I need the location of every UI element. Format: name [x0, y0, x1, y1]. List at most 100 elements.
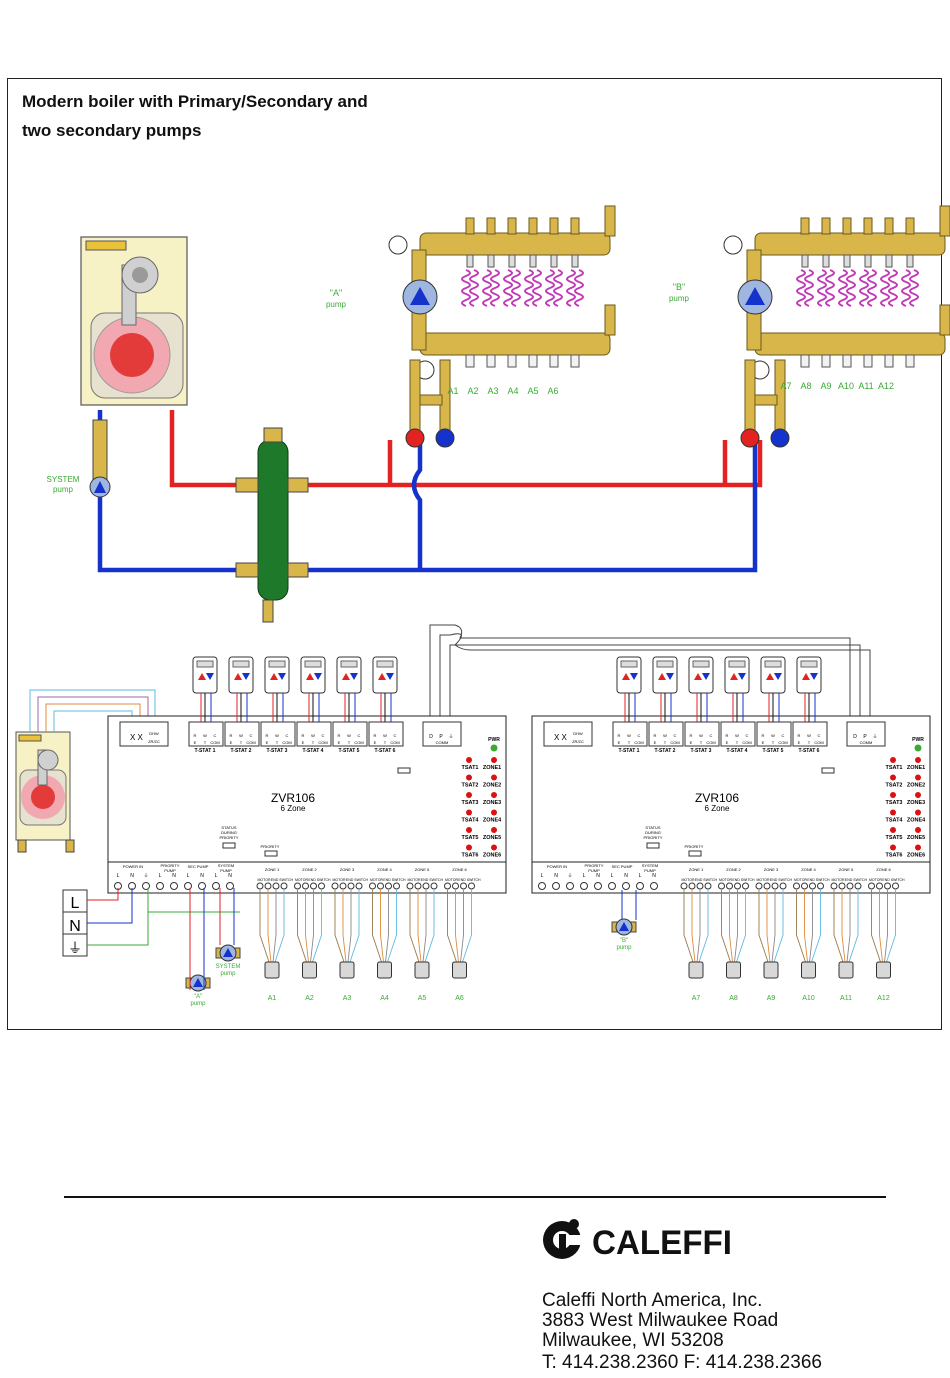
pex-loop: [859, 269, 869, 307]
zone-block-label: ZONE 2: [726, 867, 741, 872]
address-phone: T: 414.238.2360 F: 414.238.2366: [542, 1352, 822, 1373]
zone-screw: [272, 882, 280, 890]
zone-screw: [755, 882, 763, 890]
zone-screw: [430, 882, 438, 890]
pex-loop: [846, 269, 856, 307]
terminal-letter: T: [736, 740, 739, 745]
pex-loop: [888, 269, 898, 307]
tstat-label: T-STAT 3: [691, 748, 712, 754]
screw-terminal: [198, 882, 206, 890]
primary-piping: [97, 410, 763, 573]
tstat-terminal: [188, 721, 224, 747]
zone-motor-label: MOTOR: [832, 878, 845, 882]
pump-arrow-icon: [223, 948, 233, 957]
air-vent: [939, 205, 950, 237]
pump-caption: SYSTEM: [216, 964, 241, 970]
zone-endswitch-label: END SWITCH: [308, 878, 331, 882]
dhw-terminal: [119, 721, 169, 747]
terminal-letter: E: [266, 740, 269, 745]
thermostat-display: [692, 660, 710, 668]
caleffi-logo: CALEFFI: [540, 1210, 740, 1265]
branch-fitting: [466, 254, 474, 268]
zone-screw: [264, 882, 272, 890]
zone-screw: [680, 882, 688, 890]
terminal-letter: W: [735, 733, 739, 738]
system-pump-term-label-2: PUMP: [644, 868, 656, 873]
branch-fitting: [822, 254, 830, 268]
temp-up-icon: [694, 673, 702, 680]
power-term-letter: L: [159, 873, 162, 879]
zone-screw: [355, 882, 363, 890]
zone-screw: [688, 882, 696, 890]
pex-loop: [461, 269, 471, 307]
actuator-head: [688, 961, 704, 979]
screw-terminal: [170, 882, 178, 890]
tstat-label: T-STAT 5: [339, 748, 360, 754]
thermostat-display: [620, 660, 638, 668]
actuator-wire: [766, 890, 771, 963]
zone-screw: [452, 882, 459, 890]
zone-screw: [280, 882, 288, 890]
actuator-wire: [424, 890, 435, 963]
zone-led-label: ZONE2: [483, 783, 501, 789]
terminal-letter: E: [194, 740, 197, 745]
system-pump-term-label: SYSTEM: [218, 863, 234, 868]
terminal-letter: E: [618, 740, 621, 745]
terminal-letter: C: [286, 733, 289, 738]
terminal-letter: C: [746, 733, 749, 738]
actuator-wire: [809, 890, 813, 963]
power-term-letter: L: [215, 873, 218, 879]
pex-loop: [817, 269, 827, 307]
pump-a-label: "A": [330, 288, 342, 298]
status-jumper: [646, 842, 660, 849]
actuator-port: [549, 354, 559, 368]
tsat-label: TSAT3: [885, 800, 902, 806]
terminal-letter: R: [690, 733, 693, 738]
pex-loop: [469, 269, 479, 307]
actuator-wire: [871, 890, 881, 963]
power-wiring: [87, 888, 240, 990]
actuator-port: [528, 354, 538, 368]
terminal-letter: COM: [778, 740, 787, 745]
actuator-head: [302, 961, 317, 979]
power-term-letter: L: [639, 873, 642, 879]
system-pump-label-2: pump: [53, 485, 74, 494]
thermostat-display: [376, 660, 394, 668]
actuator-wire: [796, 890, 806, 963]
flow-meter: [863, 217, 873, 235]
actuator-port: [570, 354, 580, 368]
actuator-wire: [734, 890, 738, 963]
actuator-wire: [447, 890, 457, 963]
power-term-letter: N: [652, 873, 656, 879]
terminal-letter: R: [338, 733, 341, 738]
actuator-wire: [274, 890, 285, 963]
actuator-wire: [691, 890, 696, 963]
branch-fitting: [801, 254, 809, 268]
zone-motor-label: MOTOR: [408, 878, 421, 882]
pump-a-label-2: pump: [326, 300, 347, 309]
tsat-led: [890, 774, 896, 781]
actuator-head: [838, 961, 854, 979]
zone-screw: [817, 882, 824, 890]
temp-down-icon: [738, 673, 746, 680]
zone-endswitch-label: END SWITCH: [271, 878, 294, 882]
actuator-port: [863, 354, 873, 368]
actuator-label: A2: [305, 995, 314, 1002]
thermostat-display: [764, 660, 782, 668]
zone-screw: [801, 882, 808, 890]
supply-valve: [405, 428, 425, 448]
zone-screw: [302, 882, 309, 890]
pex-loop: [825, 269, 835, 307]
actuator-wire: [841, 890, 846, 963]
zone-led: [491, 792, 497, 798]
legend-ground: ⏚: [68, 940, 82, 956]
zone-block-label: ZONE 4: [377, 867, 392, 872]
actuator-wire: [721, 890, 731, 963]
thermostat-display: [304, 660, 322, 668]
manifold-b: [723, 205, 950, 448]
